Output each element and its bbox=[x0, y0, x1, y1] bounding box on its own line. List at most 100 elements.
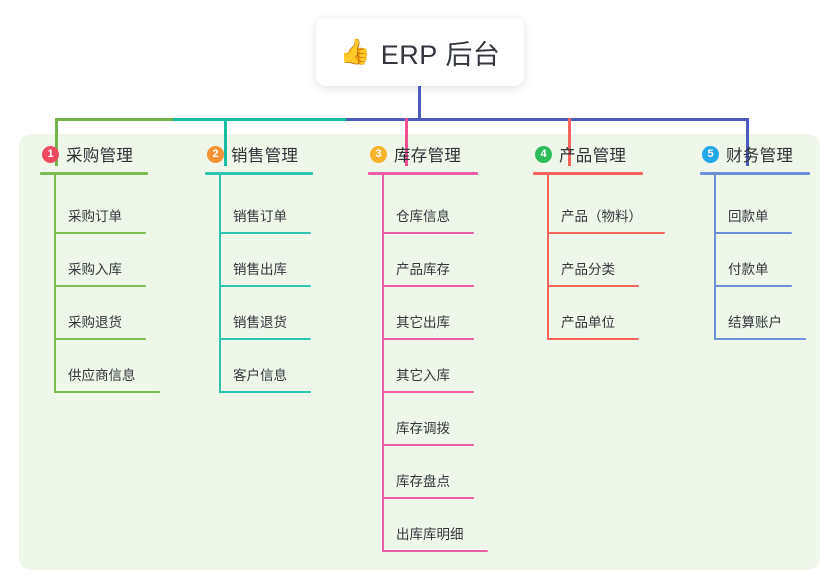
column-product: 4 产品管理产品（物料） 产品分类产品单位 bbox=[533, 142, 665, 340]
column-trunk-sales bbox=[219, 175, 221, 393]
number-badge-product: 4 bbox=[535, 145, 552, 163]
tree-item-rule bbox=[54, 338, 146, 340]
thumbs-up-icon: 👍 bbox=[339, 37, 371, 66]
tree-item[interactable]: 出库库明细 bbox=[382, 499, 502, 552]
number-badge-finance: 5 bbox=[702, 145, 719, 163]
tree-item[interactable]: 结算账户 bbox=[714, 287, 820, 340]
tree-item-rule bbox=[54, 285, 146, 287]
tree-item-label: 客户信息 bbox=[233, 368, 287, 383]
bus-blue bbox=[346, 118, 746, 121]
tree-item[interactable]: 产品分类 bbox=[547, 234, 653, 287]
tree-item-rule bbox=[382, 285, 474, 287]
tree-item-rule bbox=[54, 391, 160, 393]
tree-item-rule bbox=[382, 444, 474, 446]
column-title-sales: 销售管理 bbox=[231, 147, 299, 165]
root-stem bbox=[418, 86, 421, 121]
column-header-rule-inventory bbox=[368, 172, 478, 175]
number-badge-inventory: 3 bbox=[370, 145, 387, 163]
drop-product bbox=[568, 118, 571, 166]
tree-item[interactable]: 其它入库 bbox=[382, 340, 488, 393]
column-title-product: 产品管理 bbox=[559, 147, 627, 165]
tree-item-label: 产品（物料） bbox=[561, 209, 642, 224]
tree-item-label: 结算账户 bbox=[728, 315, 782, 330]
tree-item-rule bbox=[382, 391, 474, 393]
tree-item[interactable]: 采购入库 bbox=[54, 234, 160, 287]
column-trunk-inventory bbox=[382, 175, 384, 552]
drop-finance bbox=[746, 118, 749, 166]
tree-item-rule bbox=[54, 232, 146, 234]
number-badge-purchase: 1 bbox=[42, 145, 59, 163]
tree-item-label: 仓库信息 bbox=[396, 209, 450, 224]
tree-item-label: 销售退货 bbox=[233, 315, 287, 330]
tree-item[interactable]: 客户信息 bbox=[219, 340, 325, 393]
tree-item-label: 销售出库 bbox=[233, 262, 287, 277]
column-header-rule-sales bbox=[205, 172, 313, 175]
column-header-product[interactable]: 4 产品管理 bbox=[533, 142, 626, 166]
tree-item[interactable]: 付款单 bbox=[714, 234, 806, 287]
tree-item-rule bbox=[219, 232, 311, 234]
column-header-rule-product bbox=[533, 172, 643, 175]
tree-item-label: 产品单位 bbox=[561, 315, 615, 330]
tree-item[interactable]: 销售订单 bbox=[219, 181, 325, 234]
tree-item-rule bbox=[547, 232, 665, 234]
tree-item[interactable]: 其它出库 bbox=[382, 287, 488, 340]
tree-item-rule bbox=[714, 338, 806, 340]
tree-item-label: 出库库明细 bbox=[396, 527, 464, 542]
tree-item-label: 产品库存 bbox=[396, 262, 450, 277]
column-trunk-purchase bbox=[54, 175, 56, 393]
tree-item-rule bbox=[382, 338, 474, 340]
tree-item-rule bbox=[382, 232, 474, 234]
column-trunk-product bbox=[547, 175, 549, 340]
tree-item[interactable]: 回款单 bbox=[714, 181, 806, 234]
tree-item-label: 销售订单 bbox=[233, 209, 287, 224]
tree-item-rule bbox=[219, 391, 311, 393]
bus-green bbox=[55, 118, 173, 121]
drop-purchase bbox=[55, 118, 58, 166]
tree-item[interactable]: 销售出库 bbox=[219, 234, 325, 287]
tree-item-label: 采购入库 bbox=[68, 262, 122, 277]
column-purchase: 1 采购管理采购订单采购入库采购退货供应商信息 bbox=[40, 142, 160, 393]
tree-item-label: 回款单 bbox=[728, 209, 769, 224]
column-header-purchase[interactable]: 1 采购管理 bbox=[40, 142, 133, 166]
column-header-inventory[interactable]: 3 库存管理 bbox=[368, 142, 461, 166]
tree-item-rule bbox=[219, 338, 311, 340]
column-title-inventory: 库存管理 bbox=[394, 147, 462, 165]
tree-item[interactable]: 采购退货 bbox=[54, 287, 160, 340]
tree-item[interactable]: 产品单位 bbox=[547, 287, 653, 340]
tree-item[interactable]: 库存盘点 bbox=[382, 446, 488, 499]
column-finance: 5 财务管理回款单付款单结算账户 bbox=[700, 142, 810, 340]
tree-item[interactable]: 采购订单 bbox=[54, 181, 160, 234]
tree-item-rule bbox=[547, 285, 639, 287]
column-title-purchase: 采购管理 bbox=[66, 147, 134, 165]
tree-item-label: 库存调拨 bbox=[396, 421, 450, 436]
column-header-finance[interactable]: 5 财务管理 bbox=[700, 142, 793, 166]
tree-item[interactable]: 仓库信息 bbox=[382, 181, 488, 234]
tree-item-label: 付款单 bbox=[728, 262, 769, 277]
tree-item-rule bbox=[714, 285, 792, 287]
tree-item-label: 其它出库 bbox=[396, 315, 450, 330]
root-title: ERP 后台 bbox=[380, 39, 501, 70]
bus-teal bbox=[173, 118, 346, 121]
tree-item[interactable]: 库存调拨 bbox=[382, 393, 488, 446]
tree-item-label: 其它入库 bbox=[396, 368, 450, 383]
column-header-rule-purchase bbox=[40, 172, 148, 175]
tree-item-label: 采购订单 bbox=[68, 209, 122, 224]
column-trunk-finance bbox=[714, 175, 716, 340]
drop-inventory bbox=[405, 118, 408, 166]
tree-item[interactable]: 销售退货 bbox=[219, 287, 325, 340]
root-node-content: 👍 ERP 后台 bbox=[340, 33, 501, 72]
tree-item-rule bbox=[219, 285, 311, 287]
tree-item-rule bbox=[382, 550, 488, 552]
column-title-finance: 财务管理 bbox=[726, 147, 794, 165]
tree-item[interactable]: 产品（物料） bbox=[547, 181, 679, 234]
tree-item-label: 库存盘点 bbox=[396, 474, 450, 489]
tree-item-rule bbox=[382, 497, 474, 499]
tree-item[interactable]: 供应商信息 bbox=[54, 340, 174, 393]
root-node[interactable]: 👍 ERP 后台 bbox=[316, 18, 524, 86]
tree-item-label: 供应商信息 bbox=[68, 368, 136, 383]
drop-sales bbox=[224, 118, 227, 166]
column-inventory: 3 库存管理仓库信息产品库存其它出库其它入库库存调拨库存盘点出库库明细 bbox=[368, 142, 488, 552]
tree-item[interactable]: 产品库存 bbox=[382, 234, 488, 287]
